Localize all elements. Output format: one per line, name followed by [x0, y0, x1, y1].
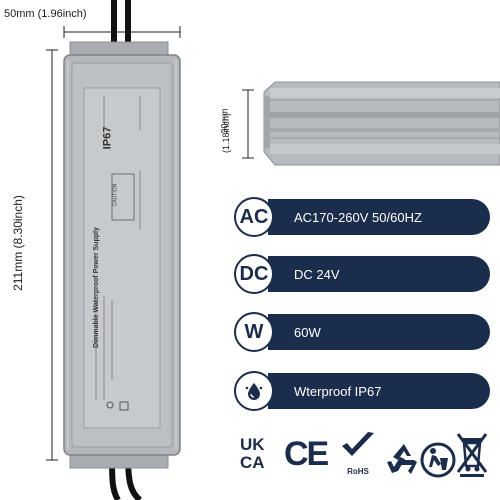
rohs-label: RoHS — [347, 467, 369, 476]
weee-bin-icon — [456, 433, 488, 477]
recycle-icon — [387, 444, 417, 474]
tidyman-icon — [420, 442, 456, 478]
dc-badge: DC — [234, 254, 274, 294]
ce-mark: CE — [284, 435, 329, 473]
ukca-bottom: CA — [240, 453, 265, 472]
ac-badge: AC — [234, 197, 274, 237]
dimension-height-inch-label: (1.18inch) — [221, 112, 232, 154]
watt-value: 60W — [268, 314, 490, 350]
ukca-mark: UK CA — [240, 436, 276, 484]
rohs-mark: RoHS — [338, 430, 378, 478]
water-drop-icon — [245, 383, 263, 400]
check-icon — [342, 432, 374, 456]
ukca-top: UK — [240, 435, 265, 454]
ac-value: AC170-260V 50/60HZ — [268, 199, 490, 235]
watt-badge: W — [234, 312, 274, 352]
waterproof-value: Wterproof IP67 — [268, 373, 490, 409]
water-drop-badge — [234, 371, 274, 411]
dc-value: DC 24V — [268, 256, 490, 292]
dimension-width-label: 50mm (1.96inch) — [4, 8, 87, 20]
